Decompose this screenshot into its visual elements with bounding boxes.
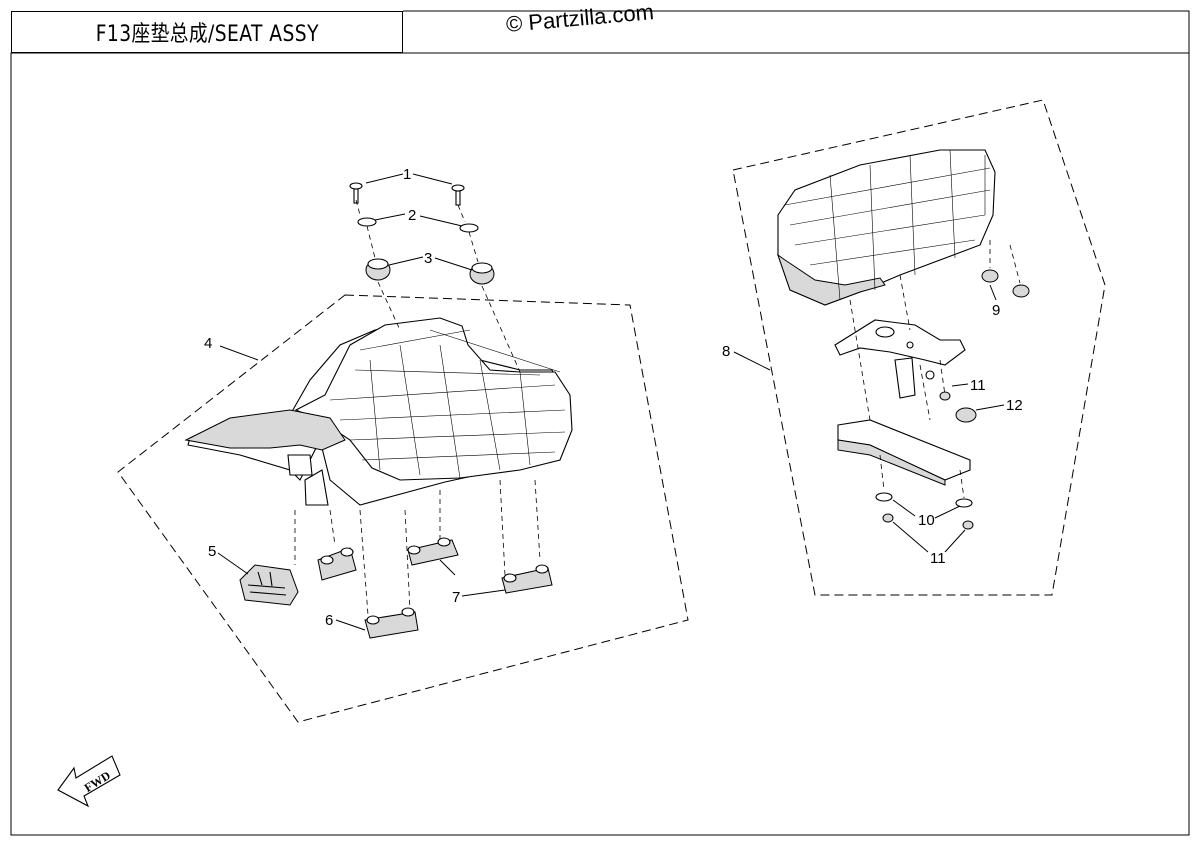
rubber-pad-b <box>364 607 419 639</box>
outer-border <box>10 52 1190 836</box>
washer-right <box>459 223 479 233</box>
rear-seat <box>777 149 996 306</box>
callout-11-bottom: 11 <box>930 550 946 567</box>
rear-seat-boundary <box>732 99 1106 596</box>
callout-leaders <box>217 173 1005 631</box>
grommet-right <box>469 262 495 285</box>
callout-8: 8 <box>722 343 730 360</box>
assembly-lines-rear <box>849 240 1021 499</box>
diagram-title: F13座垫总成/SEAT ASSY <box>95 22 319 47</box>
nut-11b <box>962 520 974 530</box>
rear-tray <box>837 419 971 486</box>
fwd-arrow: FWD <box>57 755 121 808</box>
nut-11-top <box>939 391 951 401</box>
callout-7: 7 <box>452 589 460 606</box>
washer-10a <box>875 492 893 502</box>
callout-6: 6 <box>325 612 333 629</box>
washer-left <box>357 217 377 227</box>
header-border <box>403 10 1190 53</box>
washer-10b <box>955 498 973 508</box>
bolt-left <box>349 182 363 204</box>
callout-1: 1 <box>403 166 411 183</box>
callout-3: 3 <box>424 250 432 267</box>
assembly-lines-front <box>294 199 541 616</box>
rubber-pad-a <box>317 547 357 581</box>
front-seat <box>184 317 573 506</box>
front-seat-boundary <box>117 294 689 723</box>
rubber-pad-c <box>407 537 459 566</box>
callout-11-top: 11 <box>970 377 986 394</box>
callout-9: 9 <box>992 302 1000 319</box>
rear-seat-bracket <box>834 319 966 399</box>
callout-5: 5 <box>208 543 216 560</box>
nut-9a <box>981 269 999 283</box>
grommet-12 <box>955 407 977 423</box>
rubber-pad-d <box>501 564 553 594</box>
callout-10: 10 <box>918 512 935 529</box>
callout-2: 2 <box>408 207 416 224</box>
seat-bracket <box>239 564 299 606</box>
nut-11a <box>882 513 894 523</box>
bolt-right <box>451 184 465 206</box>
grommet-left <box>365 258 391 281</box>
callout-4: 4 <box>204 335 212 352</box>
nut-9b <box>1012 284 1030 298</box>
callout-12: 12 <box>1006 397 1023 414</box>
